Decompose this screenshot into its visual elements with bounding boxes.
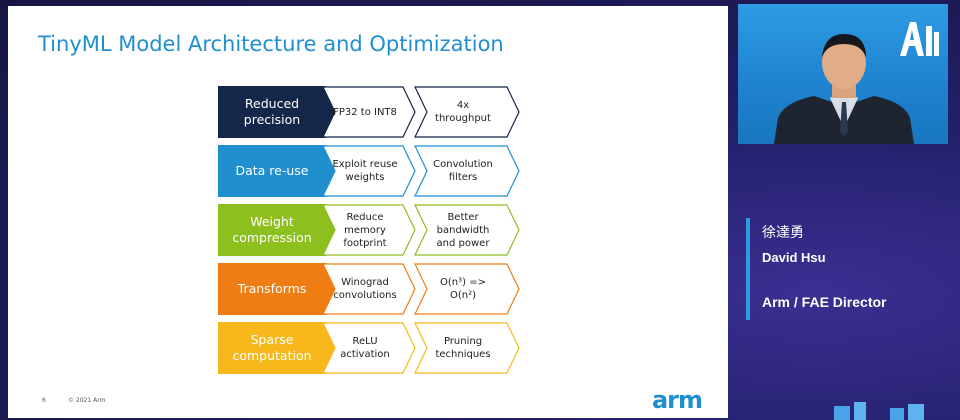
speaker-video <box>738 4 948 144</box>
diagram-sub-chevron: Reduce memory footprint <box>322 204 416 256</box>
arm-logo: arm <box>651 386 703 414</box>
diagram-row: Sparse computation ReLU activation Pruning… <box>218 322 528 374</box>
diagram-lead-chevron: Sparse computation <box>218 322 338 374</box>
slide-title: TinyML Model Architecture and Optimizati… <box>38 32 504 56</box>
diagram-sub-label: Convolution filters <box>433 159 493 183</box>
optimization-diagram: Reduced precision FP32 to INT8 4x throughp… <box>218 86 528 386</box>
diagram-lead-chevron: Weight compression <box>218 204 338 256</box>
slide-page-number: 6 <box>42 397 46 404</box>
speaker-accent-bar <box>746 218 750 320</box>
presentation-slide: TinyML Model Architecture and Optimizati… <box>8 6 728 418</box>
diagram-lead-label: Transforms <box>237 280 307 296</box>
diagram-sub-label: Exploit reuse weights <box>332 159 398 183</box>
diagram-row: Transforms Winograd convolutions O(n³) => … <box>218 263 528 315</box>
diagram-lead-chevron: Data re-use <box>218 145 338 197</box>
diagram-lead-label: Data re-use <box>235 162 309 178</box>
speaker-name-chinese: 徐達勇 <box>762 225 804 241</box>
diagram-sub-label: Pruning techniques <box>435 336 491 360</box>
diagram-sub-chevron: FP32 to INT8 <box>322 86 416 138</box>
decorative-skyline-icon <box>830 400 930 420</box>
slide-copyright: © 2021 Arm <box>68 397 106 404</box>
diagram-sub-label: ReLU activation <box>340 336 390 360</box>
diagram-sub-label: 4x throughput <box>435 100 491 124</box>
diagram-row: Reduced precision FP32 to INT8 4x throughp… <box>218 86 528 138</box>
speaker-name: David Hsu <box>762 250 826 265</box>
diagram-sub-chevron: Better bandwidth and power <box>414 204 520 256</box>
diagram-sub-label: FP32 to INT8 <box>333 106 397 118</box>
speaker-role: Arm / FAE Director <box>762 294 887 310</box>
diagram-sub-label: Winograd convolutions <box>333 277 397 301</box>
diagram-sub-label: Better bandwidth and power <box>436 211 490 249</box>
diagram-sub-chevron: O(n³) => O(n²) <box>414 263 520 315</box>
diagram-lead-chevron: Reduced precision <box>218 86 338 138</box>
diagram-sub-chevron: Winograd convolutions <box>322 263 416 315</box>
diagram-lead-chevron: Transforms <box>218 263 338 315</box>
diagram-row: Data re-use Exploit reuse weights Convolut… <box>218 145 528 197</box>
diagram-sub-chevron: ReLU activation <box>322 322 416 374</box>
diagram-sub-chevron: 4x throughput <box>414 86 520 138</box>
diagram-sub-chevron: Exploit reuse weights <box>322 145 416 197</box>
diagram-sub-chevron: Convolution filters <box>414 145 520 197</box>
diagram-lead-label: Reduced precision <box>243 95 301 127</box>
speaker-figure <box>774 32 914 144</box>
event-logo-icon <box>894 18 940 65</box>
diagram-sub-label: Reduce memory footprint <box>343 211 387 249</box>
diagram-lead-label: Sparse computation <box>232 331 312 363</box>
diagram-lead-label: Weight compression <box>232 213 312 245</box>
diagram-sub-chevron: Pruning techniques <box>414 322 520 374</box>
diagram-sub-label: O(n³) => O(n²) <box>440 277 486 301</box>
diagram-row: Weight compression Reduce memory footprin… <box>218 204 528 256</box>
